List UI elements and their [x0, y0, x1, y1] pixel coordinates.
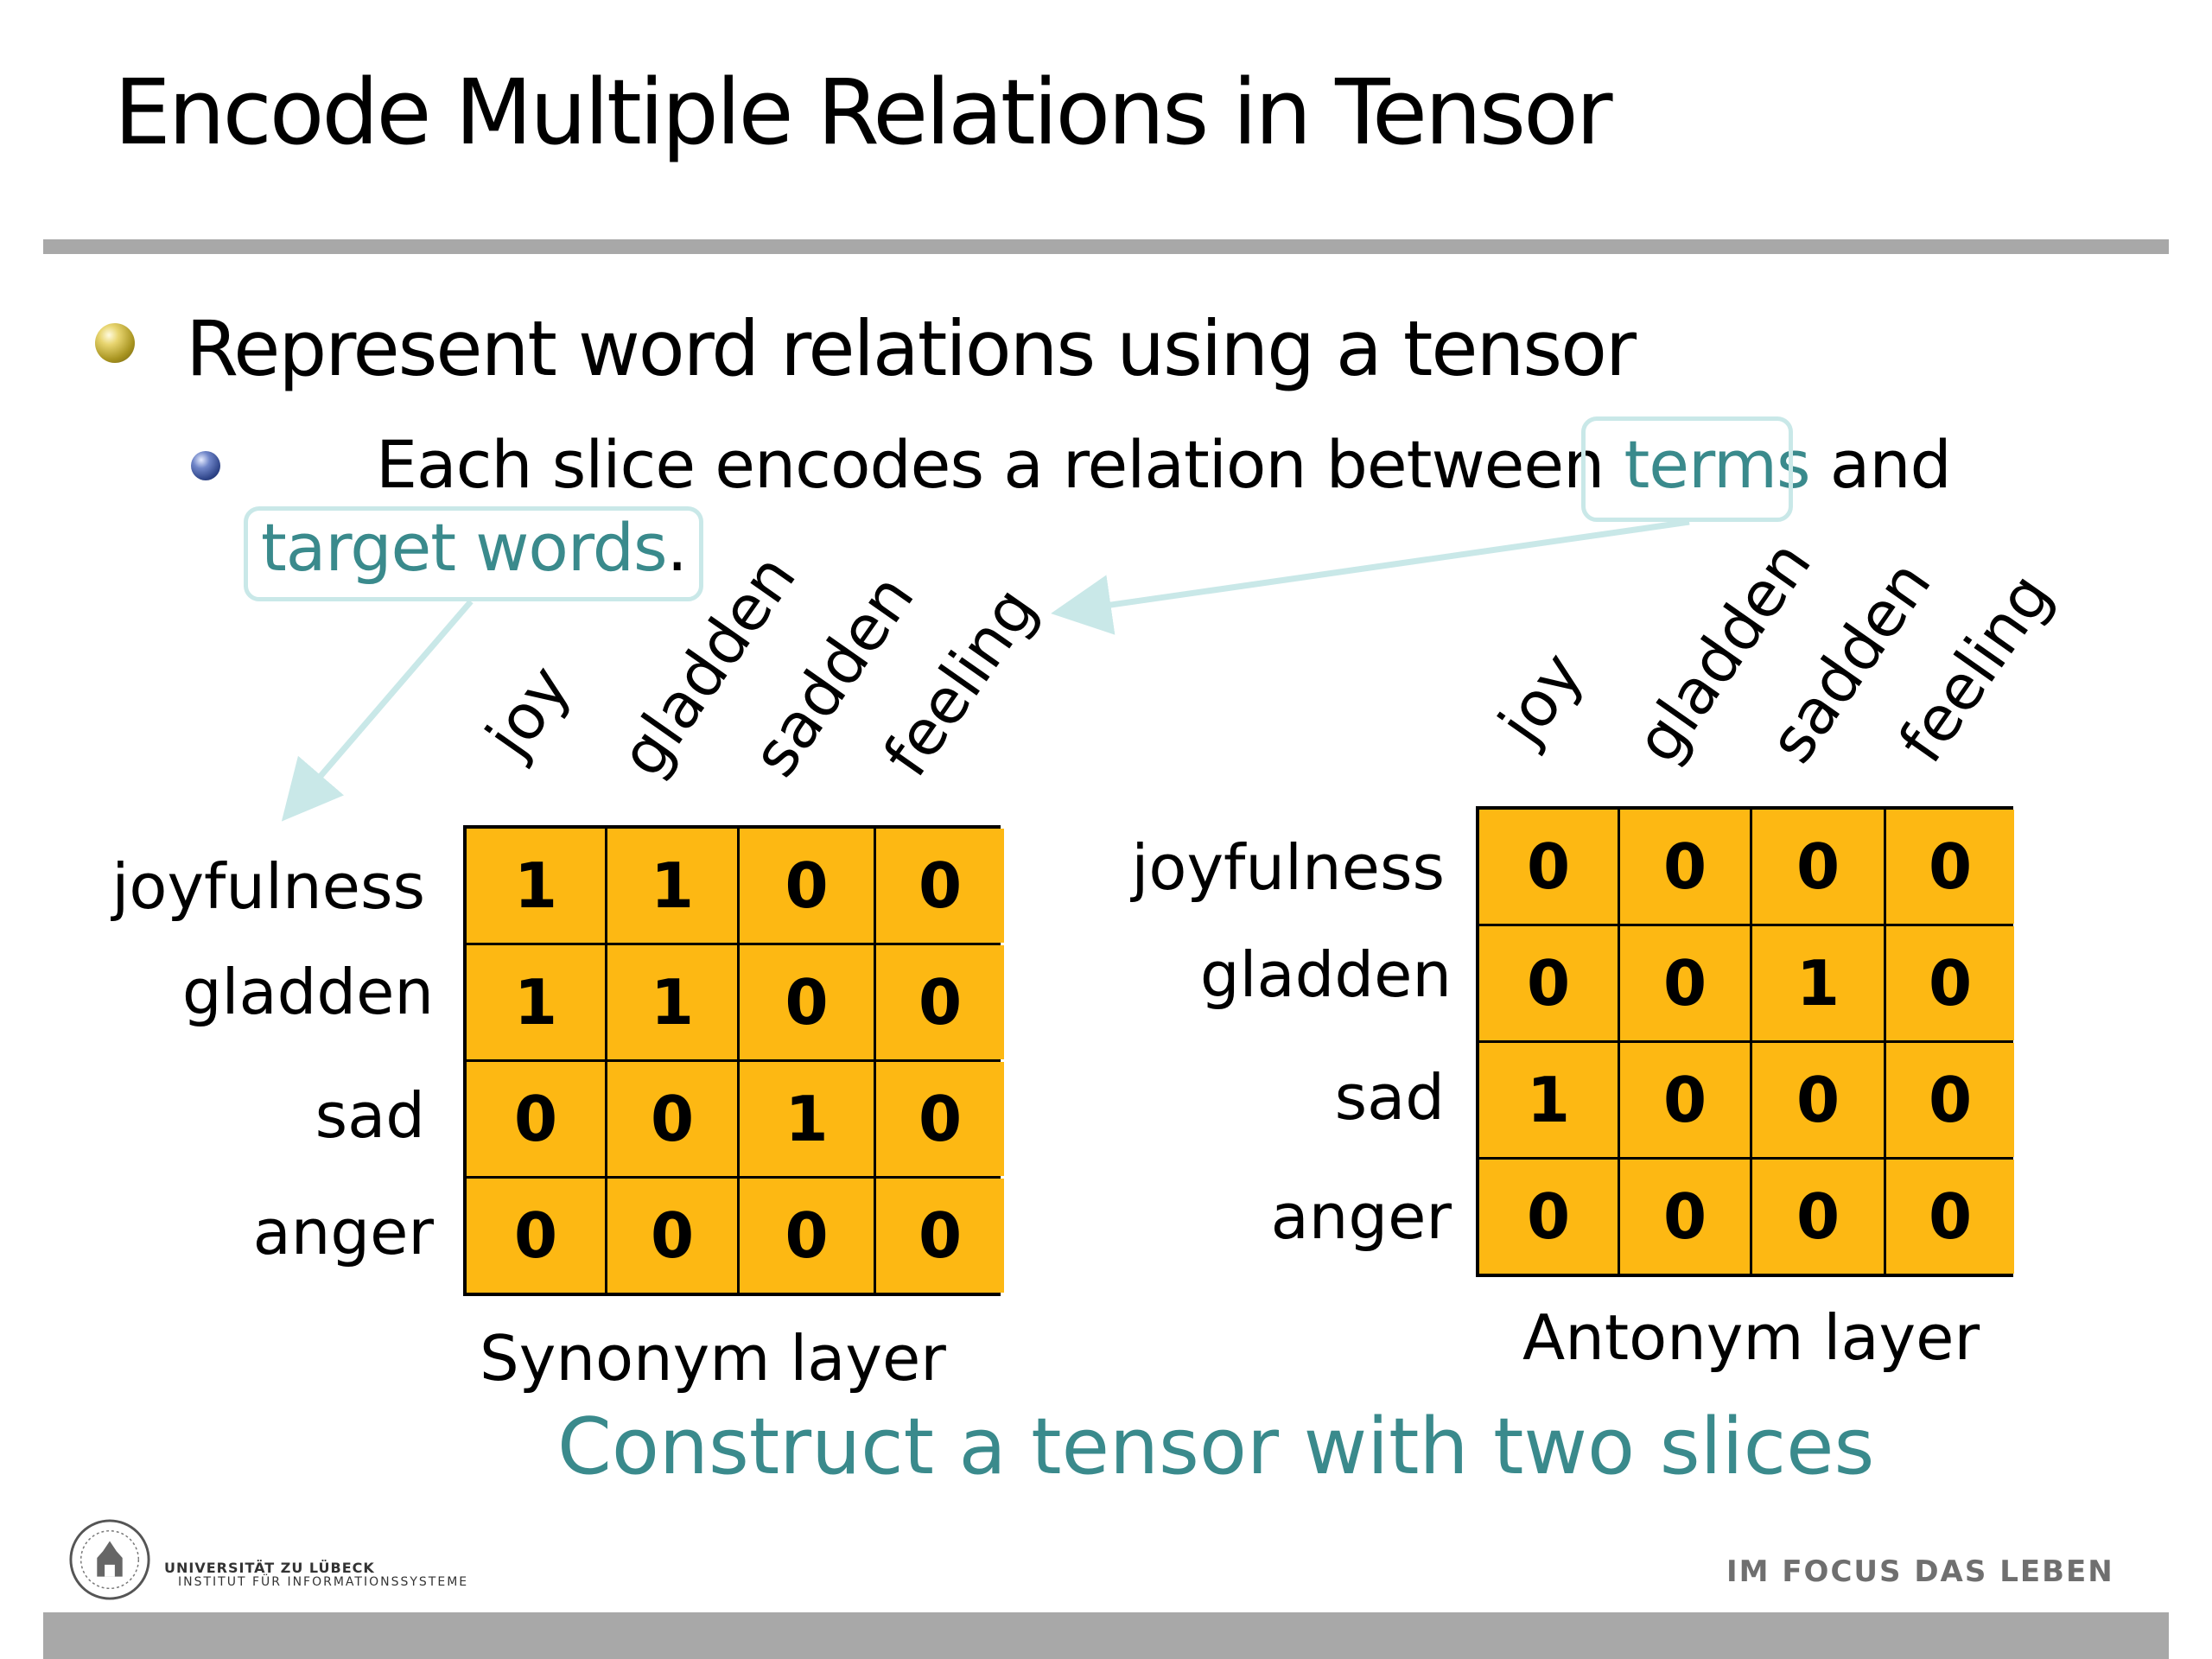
conclusion-text: Construct a tensor with two slices — [557, 1402, 1875, 1492]
matrix-cell: 1 — [1752, 926, 1884, 1040]
synonym-row-label: sad — [315, 1079, 425, 1152]
matrix-cell: 0 — [607, 1062, 737, 1176]
matrix-cell: 0 — [1886, 926, 2014, 1040]
slide-title: Encode Multiple Relations in Tensor — [114, 60, 1613, 165]
matrix-cell: 0 — [1479, 926, 1618, 1040]
arrow-terms-to-columns — [1051, 518, 1690, 635]
matrix-cell: 0 — [876, 945, 1004, 1059]
matrix-cell: 0 — [1886, 1043, 2014, 1157]
matrix-cell: 0 — [1752, 1160, 1884, 1274]
highlight-terms: terms — [1624, 426, 1811, 503]
matrix-cell: 0 — [1479, 1160, 1618, 1274]
matrix-cell: 0 — [1752, 1043, 1884, 1157]
matrix-cell: 0 — [607, 1179, 737, 1293]
antonym-row-label: sad — [1334, 1061, 1445, 1134]
institute-name: INSTITUT FÜR INFORMATIONSSYSTEME — [178, 1575, 469, 1589]
matrix-cell: 1 — [740, 1062, 874, 1176]
matrix-cell: 0 — [876, 829, 1004, 943]
university-seal-icon — [69, 1519, 150, 1600]
matrix-cell: 1 — [1479, 1043, 1618, 1157]
bullet-level2-line1: Each slice encodes a relation between te… — [376, 432, 1952, 498]
antonym-row-label: joyfulness — [1131, 831, 1445, 904]
matrix-cell: 0 — [876, 1179, 1004, 1293]
antonym-row-label: gladden — [1199, 938, 1452, 1011]
matrix-cell: 0 — [1886, 810, 2014, 924]
matrix-cell: 0 — [1620, 1043, 1750, 1157]
bullet-level1-text: Represent word relations using a tensor — [186, 304, 1637, 393]
matrix-cell: 0 — [1620, 810, 1750, 924]
bullet-icon-gold — [95, 323, 135, 363]
synonym-layer-caption: Synonym layer — [480, 1322, 946, 1395]
bullet-level2-line2: target words. — [261, 515, 688, 581]
synonym-row-label: anger — [252, 1196, 434, 1268]
matrix-cell: 1 — [467, 829, 605, 943]
matrix-cell: 0 — [1620, 1160, 1750, 1274]
matrix-cell: 0 — [1752, 810, 1884, 924]
callout-box-target-words — [244, 506, 703, 601]
matrix-cell: 1 — [607, 945, 737, 1059]
arrow-targets-to-rows — [281, 599, 474, 822]
highlight-target-words: target words — [261, 509, 668, 586]
title-divider — [43, 239, 2169, 254]
footer-bar — [43, 1612, 2169, 1659]
matrix-cell: 0 — [876, 1062, 1004, 1176]
synonym-row-label: joyfulness — [111, 850, 425, 923]
matrix-cell: 1 — [607, 829, 737, 943]
matrix-cell: 0 — [740, 829, 874, 943]
antonym-row-label: anger — [1270, 1180, 1452, 1253]
synonym-matrix: 1 1 0 0 1 1 0 0 0 0 1 0 0 0 0 0 — [463, 825, 1004, 1296]
bullet-icon-blue — [191, 451, 220, 480]
antonym-matrix: 0 0 0 0 0 0 1 0 1 0 0 0 0 0 0 0 — [1476, 806, 2014, 1277]
university-name: UNIVERSITÄT ZU LÜBECK — [164, 1560, 375, 1576]
footer-slogan: IM FOCUS DAS LEBEN — [1726, 1554, 2114, 1589]
matrix-cell: 1 — [467, 945, 605, 1059]
matrix-cell: 0 — [1479, 810, 1618, 924]
synonym-row-label: gladden — [181, 956, 434, 1028]
antonym-layer-caption: Antonym layer — [1522, 1301, 1980, 1374]
bullet-text-part1: Each slice encodes a relation between — [376, 426, 1605, 503]
matrix-cell: 0 — [1620, 926, 1750, 1040]
bullet-text-part2: and — [1829, 426, 1952, 503]
matrix-cell: 0 — [467, 1179, 605, 1293]
matrix-cell: 0 — [740, 1179, 874, 1293]
matrix-cell: 0 — [740, 945, 874, 1059]
matrix-cell: 0 — [1886, 1160, 2014, 1274]
bullet-text-part3: . — [666, 509, 688, 586]
matrix-cell: 0 — [467, 1062, 605, 1176]
